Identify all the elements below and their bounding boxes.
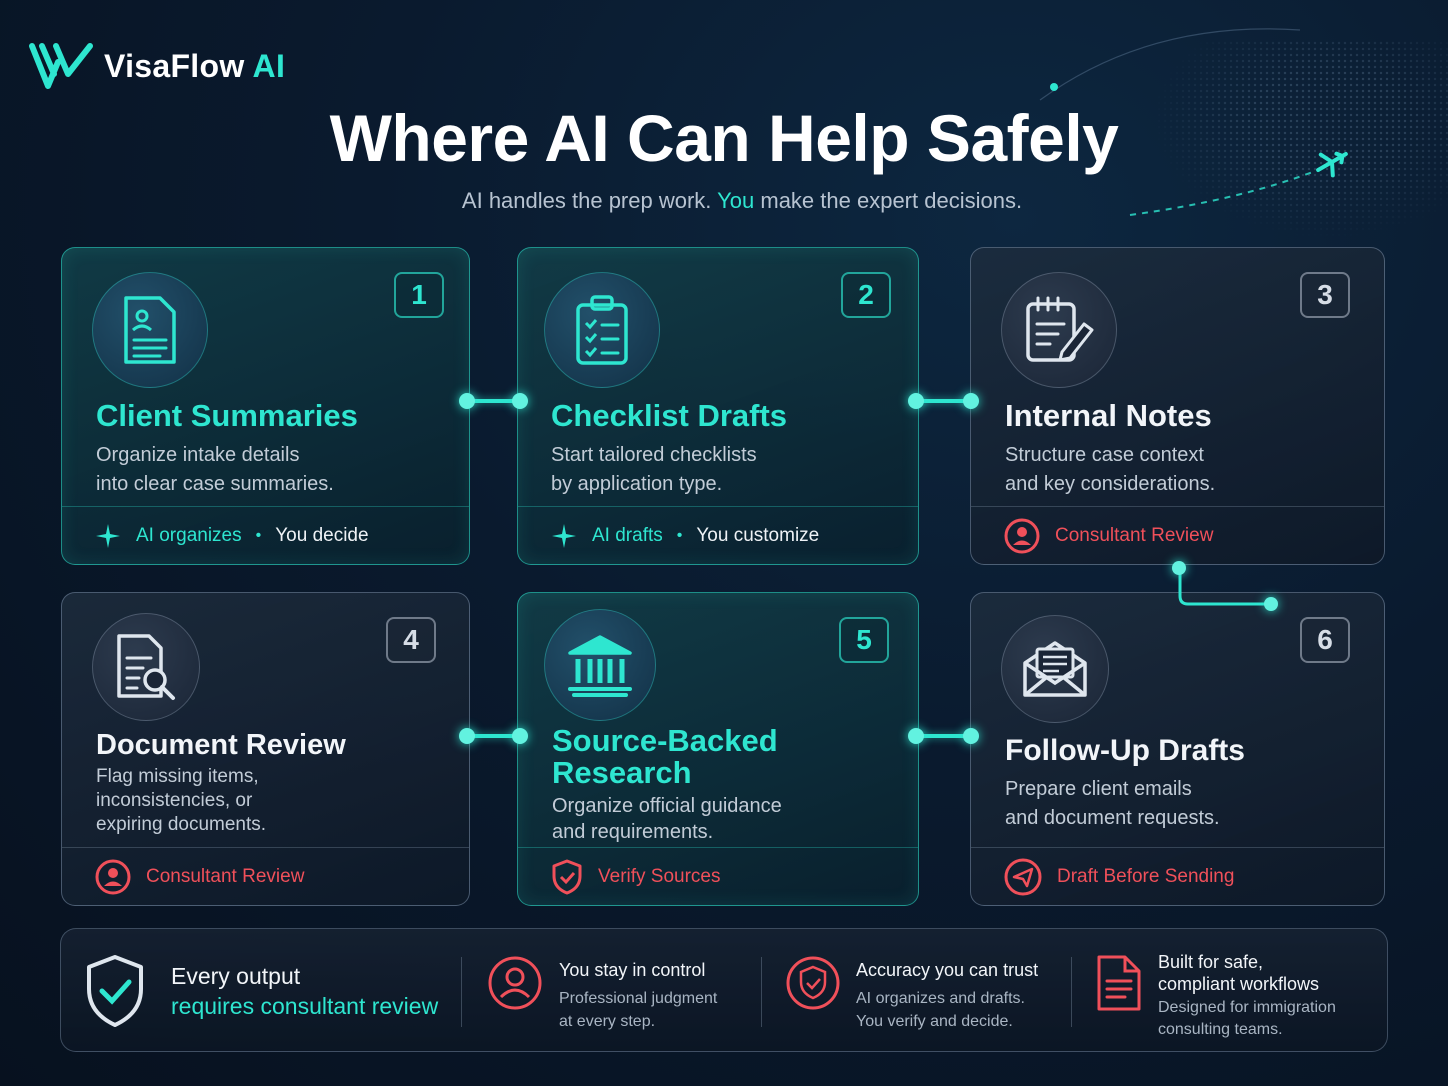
step-number-badge: 4 — [386, 617, 436, 663]
shield-check-icon — [552, 859, 582, 894]
card-title: Document Review — [96, 729, 346, 761]
step-number-badge: 3 — [1300, 272, 1350, 318]
sparkle-icon — [96, 523, 120, 548]
card-document-review: 4 Document Review Flag missing items,inc… — [61, 592, 470, 906]
brand-name: VisaFlow AI — [104, 47, 286, 84]
document-profile-icon — [92, 272, 208, 388]
assurance-subheadline: requires consultant review — [171, 993, 439, 1019]
sparkle-icon — [552, 523, 576, 548]
notepad-pencil-icon — [1001, 272, 1117, 388]
accuracy-title: Accuracy you can trust — [856, 960, 1039, 980]
page-subtitle: AI handles the prep work. You make the e… — [461, 188, 1023, 213]
card-footer: Verify Sources — [518, 847, 918, 905]
card-footer: Consultant Review — [971, 506, 1384, 564]
card-title: Client Summaries — [96, 398, 358, 433]
user-circle-icon — [95, 859, 131, 894]
visaflow-logo-icon — [29, 43, 93, 89]
card-footer: AI drafts • You customize — [518, 506, 918, 564]
step-number-badge: 5 — [839, 617, 889, 663]
accuracy-description: AI organizes and drafts.You verify and d… — [856, 990, 1025, 1030]
assurance-bar: Every output requires consultant review … — [60, 928, 1388, 1052]
envelope-icon — [1001, 615, 1109, 723]
step-number-badge: 2 — [841, 272, 891, 318]
card-title: Follow-Up Drafts — [1005, 734, 1245, 767]
control-title: You stay in control — [559, 960, 706, 980]
card-client-summaries: 1 Client Summaries Organize intake detai… — [61, 247, 470, 565]
shield-check-icon — [87, 955, 143, 1027]
card-footer: AI organizes • You decide — [62, 506, 469, 564]
card-footer: Draft Before Sending — [971, 847, 1384, 905]
user-circle-icon — [1004, 518, 1040, 553]
step-number-badge: 6 — [1300, 617, 1350, 663]
brand-logo: VisaFlow AI — [28, 40, 285, 92]
workflow-title: Built for safe,compliant workflows — [1158, 952, 1320, 994]
card-footer: Consultant Review — [62, 847, 469, 905]
page-title: Where AI Can Help Safely — [329, 101, 1119, 175]
shield-check-icon — [786, 956, 840, 1010]
card-title: Internal Notes — [1005, 398, 1212, 433]
send-icon — [1004, 858, 1042, 895]
document-list-icon — [1097, 955, 1141, 1011]
card-title: Checklist Drafts — [551, 398, 788, 433]
card-follow-up-drafts: 6 Follow-Up Drafts Prepare client emails… — [970, 592, 1385, 906]
user-circle-icon — [488, 956, 542, 1010]
document-search-icon — [92, 613, 200, 721]
bank-icon — [544, 609, 656, 721]
card-checklist-drafts: 2 Checklist Drafts Start tailored checkl… — [517, 247, 919, 565]
assurance-headline: Every output — [171, 963, 301, 989]
clipboard-check-icon — [544, 272, 660, 388]
step-number-badge: 1 — [394, 272, 444, 318]
